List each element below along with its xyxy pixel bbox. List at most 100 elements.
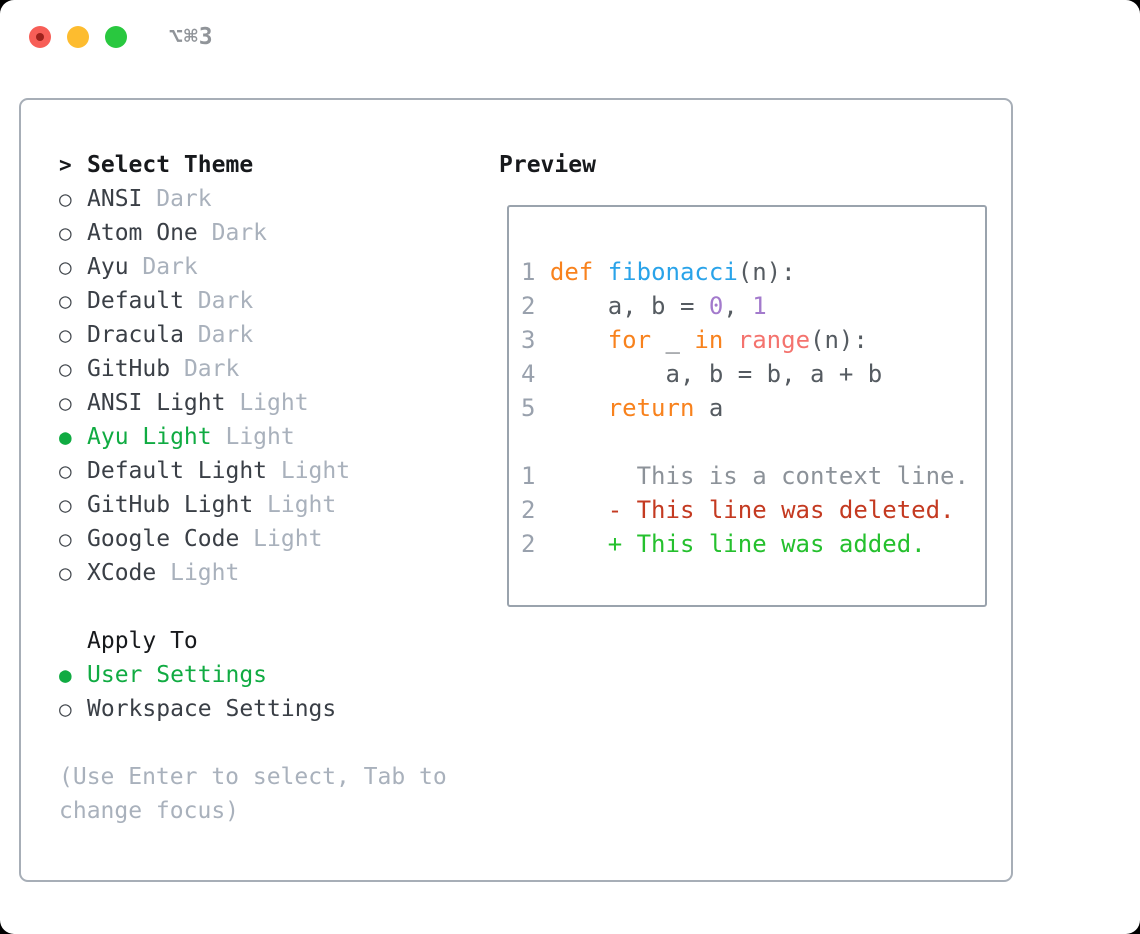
theme-variant-label: Light — [267, 458, 351, 484]
radio-icon: ○ — [59, 323, 72, 347]
theme-variant-label: Dark — [183, 322, 254, 348]
code-token: 5 — [521, 394, 536, 422]
code-token: a, b = — [535, 292, 709, 320]
code-token: fibonacci — [607, 258, 738, 286]
code-token: def — [549, 258, 594, 286]
theme-option-atom-one[interactable]: ○Atom One Dark — [59, 216, 499, 250]
select-theme-title: Select Theme — [87, 152, 254, 178]
theme-selector-panel: > Select Theme ○ANSI Dark○Atom One Dark○… — [19, 98, 1013, 882]
option-label: Workspace Settings — [87, 696, 337, 722]
theme-variant-label: Dark — [142, 186, 212, 212]
theme-list: ○ANSI Dark○Atom One Dark○Ayu Dark○Defaul… — [59, 182, 499, 590]
zoom-button[interactable] — [105, 26, 127, 48]
code-token: 4 — [521, 360, 536, 388]
option-label: Default Light — [87, 458, 268, 484]
theme-option-ansi-light[interactable]: ○ ANSI Light Light — [59, 386, 499, 420]
code-token: 2 — [521, 292, 536, 320]
code-line-4: 4 a, b = b, a + b — [521, 357, 985, 391]
code-token: 1 — [752, 292, 767, 320]
code-line-3: 3 for _ in range(n): — [521, 323, 985, 357]
preview-section: Preview 1 def fibonacci(n):2 a, b = 0, 1… — [499, 148, 987, 856]
apply-to-title: Apply To — [87, 628, 198, 654]
code-token: _ — [651, 326, 695, 354]
radio-icon: ○ — [59, 187, 72, 211]
radio-icon: ○ — [59, 221, 72, 245]
apply-option-workspace-settings[interactable]: ○Workspace Settings — [59, 692, 499, 726]
code-token — [535, 530, 607, 558]
theme-variant-label: Dark — [128, 254, 198, 280]
apply-to-list: ●User Settings○Workspace Settings — [59, 658, 499, 726]
diff-context-line: 1 This is a context line. — [521, 459, 985, 493]
theme-variant-label: Light — [253, 492, 337, 518]
code-token — [593, 258, 607, 286]
minimize-button[interactable] — [67, 26, 89, 48]
option-label: Ayu Light — [87, 424, 212, 450]
radio-icon: ○ — [59, 357, 72, 381]
code-token: (n): — [737, 258, 796, 286]
theme-variant-label: Light — [225, 390, 309, 416]
radio-icon: ○ — [59, 255, 72, 279]
theme-option-ansi[interactable]: ○ANSI Dark — [59, 182, 499, 216]
radio-icon: ○ — [59, 391, 72, 415]
close-button[interactable] — [29, 26, 51, 48]
apply-to-header: Apply To — [59, 624, 499, 658]
diff-added-line: 2 + This line was added. — [521, 527, 985, 561]
theme-option-ayu-light[interactable]: ● Ayu Light Light — [59, 420, 499, 454]
diff-deleted-line: 2 - This line was deleted. — [521, 493, 985, 527]
option-label: Ayu — [87, 254, 129, 280]
option-label: User Settings — [87, 662, 268, 688]
code-token: range — [737, 326, 811, 354]
theme-list-section: > Select Theme ○ANSI Dark○Atom One Dark○… — [59, 148, 499, 856]
radio-selected-icon: ● — [59, 425, 72, 449]
theme-variant-label: Dark — [170, 356, 240, 382]
option-label: GitHub — [87, 356, 171, 382]
theme-option-default[interactable]: ○Default Dark — [59, 284, 499, 318]
option-label: Google Code — [87, 526, 240, 552]
code-token: a, b = b, a + b — [535, 360, 883, 388]
code-token: in — [694, 326, 724, 354]
code-token — [535, 258, 549, 286]
code-token — [535, 496, 607, 524]
window-titlebar: ⌥⌘3 — [0, 0, 1140, 74]
theme-variant-label: Light — [211, 424, 295, 450]
option-label: Dracula — [87, 322, 184, 348]
theme-option-ayu[interactable]: ○ Ayu Dark — [59, 250, 499, 284]
theme-variant-label: Light — [239, 526, 323, 552]
code-token — [535, 326, 607, 354]
preview-title: Preview — [499, 152, 596, 178]
code-token: , — [723, 292, 753, 320]
select-theme-header: > Select Theme — [59, 148, 499, 182]
option-label: ANSI Light — [87, 390, 226, 416]
theme-variant-label: Light — [156, 560, 240, 586]
blank-line — [521, 221, 985, 255]
theme-option-default-light[interactable]: ○ Default Light Light — [59, 454, 499, 488]
code-token: 2 — [521, 530, 536, 558]
radio-icon: ○ — [59, 289, 72, 313]
theme-option-dracula[interactable]: ○ Dracula Dark — [59, 318, 499, 352]
code-token — [723, 326, 737, 354]
code-token: 1 — [521, 258, 536, 286]
theme-option-google-code[interactable]: ○Google Code Light — [59, 522, 499, 556]
code-line-1: 1 def fibonacci(n): — [521, 255, 985, 289]
theme-option-github-light[interactable]: ○GitHub Light Light — [59, 488, 499, 522]
theme-option-github[interactable]: ○ GitHub Dark — [59, 352, 499, 386]
code-token: (n): — [810, 326, 868, 354]
code-line-2: 2 a, b = 0, 1 — [521, 289, 985, 323]
option-label: GitHub Light — [87, 492, 254, 518]
blank-line — [521, 425, 985, 459]
code-token: for — [607, 326, 652, 354]
close-dot-icon — [36, 33, 44, 41]
code-token — [535, 394, 607, 422]
preview-header: Preview — [499, 148, 987, 182]
code-token: 1 — [521, 462, 536, 490]
apply-option-user-settings[interactable]: ●User Settings — [59, 658, 499, 692]
code-token: 3 — [521, 326, 536, 354]
theme-option-xcode[interactable]: ○XCode Light — [59, 556, 499, 590]
code-token: return — [607, 394, 695, 422]
code-line-5: 5 return a — [521, 391, 985, 425]
code-token: This is a context line. — [535, 462, 969, 490]
radio-icon: ○ — [59, 459, 72, 483]
